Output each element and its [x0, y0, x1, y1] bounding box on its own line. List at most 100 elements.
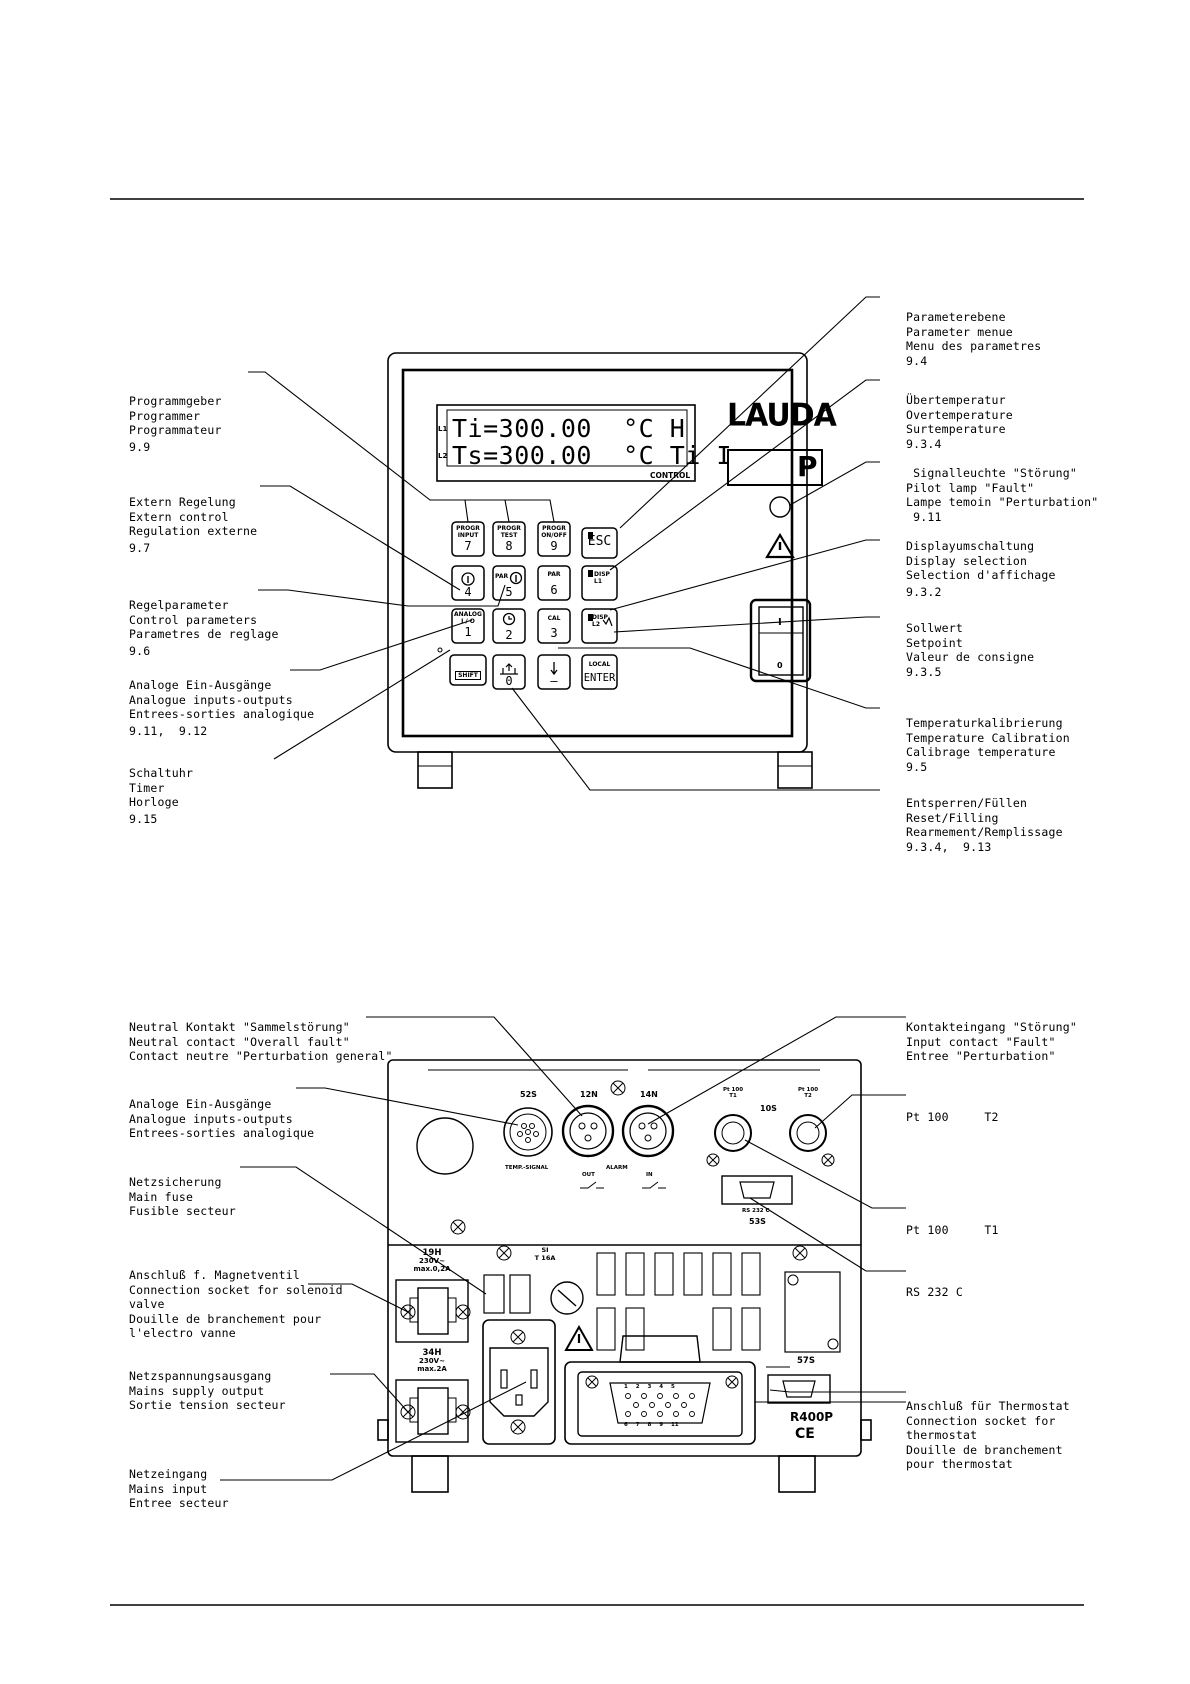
key-number: 9 — [550, 539, 558, 553]
key-label-top: ANALOG — [454, 611, 482, 618]
label-rs232-panel: RS 232 C — [742, 1208, 770, 1214]
label-neutral-contact: Neutral Kontakt "Sammelstörung"Neutral c… — [129, 1020, 393, 1063]
key-reset-fill[interactable]: 0 — [493, 655, 525, 689]
mains-input — [482, 1319, 556, 1445]
mains-switch-frame — [749, 598, 812, 683]
front-view — [387, 352, 823, 789]
label-14n: 14N — [640, 1090, 658, 1099]
key-local-enter[interactable]: LOCAL ENTER — [582, 655, 617, 689]
key-number: 8 — [505, 539, 513, 553]
thermostat-connector — [564, 1361, 756, 1445]
key-label-sub: L2 — [592, 621, 600, 628]
key-label-top: PAR — [495, 573, 509, 580]
lcd-line2: Ts=300.00 °C Ti I — [452, 441, 732, 470]
key-number: 0 — [505, 674, 513, 688]
rear-view — [377, 1059, 872, 1493]
key-esc[interactable]: ESC — [587, 534, 612, 549]
rear-foot-right — [778, 1455, 816, 1493]
key-par-control[interactable]: PAR 5 — [493, 566, 525, 600]
key-cal[interactable]: CAL 3 — [538, 609, 570, 643]
connector-52s — [503, 1107, 553, 1157]
mode-indicator-box — [727, 449, 823, 486]
key-number: 7 — [464, 539, 472, 553]
key-number: 1 — [464, 625, 472, 639]
rear-foot-left — [411, 1455, 449, 1493]
rear-opening — [416, 1117, 474, 1175]
label-out: OUT — [582, 1172, 595, 1178]
key-label-top: PAR — [547, 571, 561, 578]
switch-on-label: I — [778, 617, 782, 628]
label-52s: 52S — [520, 1090, 537, 1099]
label-alarm: ALARM — [606, 1165, 628, 1171]
label-12n: 12N — [580, 1090, 598, 1099]
key-number: 3 — [550, 626, 558, 640]
pins-bottom: 6 7 8 9 11 — [624, 1422, 679, 1428]
connector-57s — [767, 1374, 831, 1404]
key-number: 2 — [505, 628, 513, 642]
connector-pt100-t1 — [714, 1114, 752, 1152]
key-extern-control[interactable]: 4 — [452, 566, 484, 600]
lcd-line2-tag: L2 — [438, 452, 448, 460]
key-disp-l2[interactable]: DISP L2 — [582, 609, 617, 643]
key-label-top: DISP — [592, 614, 608, 621]
keypad — [449, 521, 618, 690]
pilot-lamp — [769, 496, 791, 518]
key-label-top: PROGR — [542, 525, 566, 532]
lcd-window — [446, 409, 688, 467]
key-number: ENTER — [583, 672, 616, 684]
front-panel — [401, 368, 794, 738]
fuse-holder — [550, 1281, 584, 1315]
brand-logo: LAUDA — [727, 397, 837, 434]
lcd-footer: CONTROL — [650, 471, 691, 480]
switch-off-label: 0 — [777, 661, 783, 670]
key-down[interactable]: — — [538, 655, 570, 689]
label-model: R400P — [790, 1410, 834, 1424]
connector-rs232 — [721, 1175, 793, 1205]
lcd-line1: Ti=300.00 °C H — [452, 414, 686, 443]
pins-top: 1 2 3 4 5 — [624, 1384, 675, 1390]
key-label-top: DISP — [594, 571, 610, 578]
key-label-sub: INPUT — [457, 532, 479, 539]
key-label-top: SHIFT — [455, 671, 481, 680]
key-timer[interactable]: 2 — [493, 609, 525, 643]
front-housing — [387, 352, 808, 753]
key-label-top: PROGR — [456, 525, 480, 532]
lcd-line1-tag: L1 — [438, 425, 448, 433]
label-temp-signal: TEMP.-SIGNAL — [505, 1165, 549, 1171]
warning-triangle — [765, 532, 795, 559]
label-10s: 10S — [760, 1104, 777, 1113]
label-53s: 53S — [749, 1217, 766, 1226]
label-57s: 57S — [797, 1356, 815, 1366]
mode-indicator: P — [797, 450, 818, 483]
key-shift[interactable]: SHIFT — [450, 655, 486, 685]
lcd-display — [436, 404, 696, 482]
key-number: 4 — [464, 585, 472, 599]
front-foot-left — [417, 751, 453, 789]
connector-12n — [561, 1104, 615, 1158]
key-label-top: CAL — [547, 615, 561, 622]
key-par[interactable]: PAR 6 — [538, 566, 570, 600]
label-pilot-lamp: Signalleuchte "Störung"Pilot lamp "Fault… — [906, 466, 1099, 524]
key-disp-l1[interactable]: DISP L1 — [582, 566, 617, 600]
key-label-sub: TEST — [500, 532, 518, 539]
